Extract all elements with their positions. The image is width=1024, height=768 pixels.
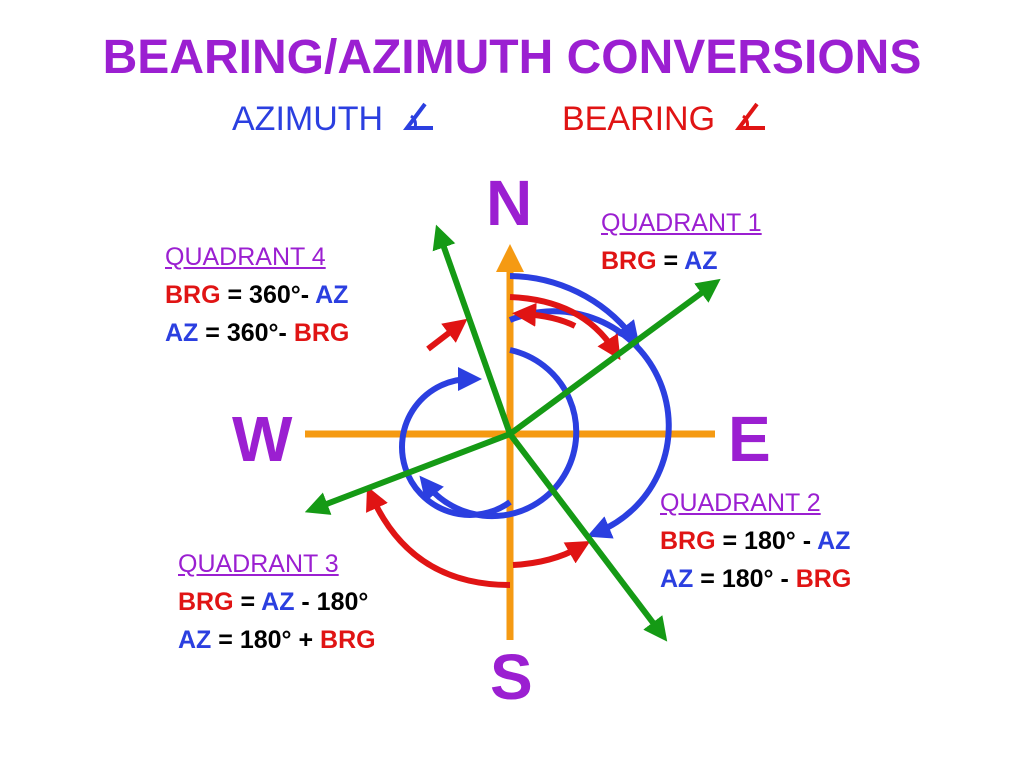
azimuth-angle-label: AZIMUTH	[232, 100, 437, 139]
az-term: AZ	[684, 247, 718, 275]
az-term: AZ	[660, 565, 694, 593]
direction-line-ne	[508, 278, 721, 437]
bearing-arc-q2	[512, 541, 591, 568]
bearing-arrow-q4	[426, 318, 468, 352]
quadrant-1-box: QUADRANT 1 BRG = AZ	[601, 204, 762, 280]
azimuth-arc-q4	[399, 367, 512, 518]
quadrant-3-formula-2: AZ = 180° + BRG	[178, 621, 376, 659]
bearing-label: BEARING	[562, 100, 716, 138]
quadrant-1-heading: QUADRANT 1	[601, 209, 762, 237]
az-term: AZ	[817, 527, 851, 555]
operator-text: = 180° -	[715, 527, 818, 555]
quadrant-4-heading: QUADRANT 4	[165, 243, 326, 271]
east-label: E	[728, 403, 771, 475]
quadrant-2-box: QUADRANT 2 BRG = 180° - AZ AZ = 180° - B…	[660, 484, 851, 598]
brg-term: BRG	[601, 247, 657, 275]
quadrant-2-heading: QUADRANT 2	[660, 489, 821, 517]
bearing-angle-icon	[734, 102, 765, 130]
south-label: S	[490, 641, 533, 713]
brg-term: BRG	[293, 319, 350, 347]
quadrant-1-formula: BRG = AZ	[601, 242, 762, 280]
bearing-arc-q3	[366, 486, 511, 588]
quadrant-4-formula-2: AZ = 360°- BRG	[165, 314, 349, 352]
azimuth-angle-icon	[402, 102, 433, 130]
quadrant-3-formula-1: BRG = AZ - 180°	[178, 583, 376, 621]
bearing-angle-label: BEARING	[562, 100, 769, 139]
page-title: BEARING/AZIMUTH CONVERSIONS	[102, 31, 922, 84]
brg-term: BRG	[795, 565, 852, 593]
az-term: AZ	[165, 319, 199, 347]
azimuth-arc-q1	[509, 273, 640, 346]
operator-text: =	[656, 247, 685, 275]
azimuth-label: AZIMUTH	[232, 100, 384, 138]
operator-text: = 180° +	[211, 626, 321, 654]
north-label: N	[486, 167, 533, 239]
quadrant-3-heading: QUADRANT 3	[178, 550, 339, 578]
brg-term: BRG	[660, 527, 716, 555]
quadrant-4-formula-1: BRG = 360°- AZ	[165, 276, 349, 314]
operator-text: = 360°-	[220, 281, 316, 309]
quadrant-2-formula-2: AZ = 180° - BRG	[660, 560, 851, 598]
azimuth-arc-q3	[419, 347, 580, 520]
quadrant-3-box: QUADRANT 3 BRG = AZ - 180° AZ = 180° + B…	[178, 545, 376, 659]
quadrant-2-formula-1: BRG = 180° - AZ	[660, 522, 851, 560]
bearing-arc-q1	[509, 294, 621, 361]
az-term: AZ	[315, 281, 349, 309]
west-label: W	[232, 403, 293, 475]
az-term: AZ	[261, 588, 295, 616]
direction-line-nw	[432, 224, 513, 435]
bearing-arc-q4	[512, 302, 577, 329]
operator-text: = 180° -	[693, 565, 796, 593]
direction-line-sw	[304, 431, 512, 515]
brg-term: BRG	[165, 281, 221, 309]
quadrant-4-box: QUADRANT 4 BRG = 360°- AZ AZ = 360°- BRG	[165, 238, 349, 352]
brg-term: BRG	[178, 588, 234, 616]
az-term: AZ	[178, 626, 212, 654]
direction-line-se	[507, 432, 668, 642]
operator-text: - 180°	[294, 588, 369, 616]
brg-term: BRG	[320, 626, 376, 654]
operator-text: =	[233, 588, 262, 616]
operator-text: = 360°-	[198, 319, 294, 347]
azimuth-arc-q2	[508, 308, 672, 539]
